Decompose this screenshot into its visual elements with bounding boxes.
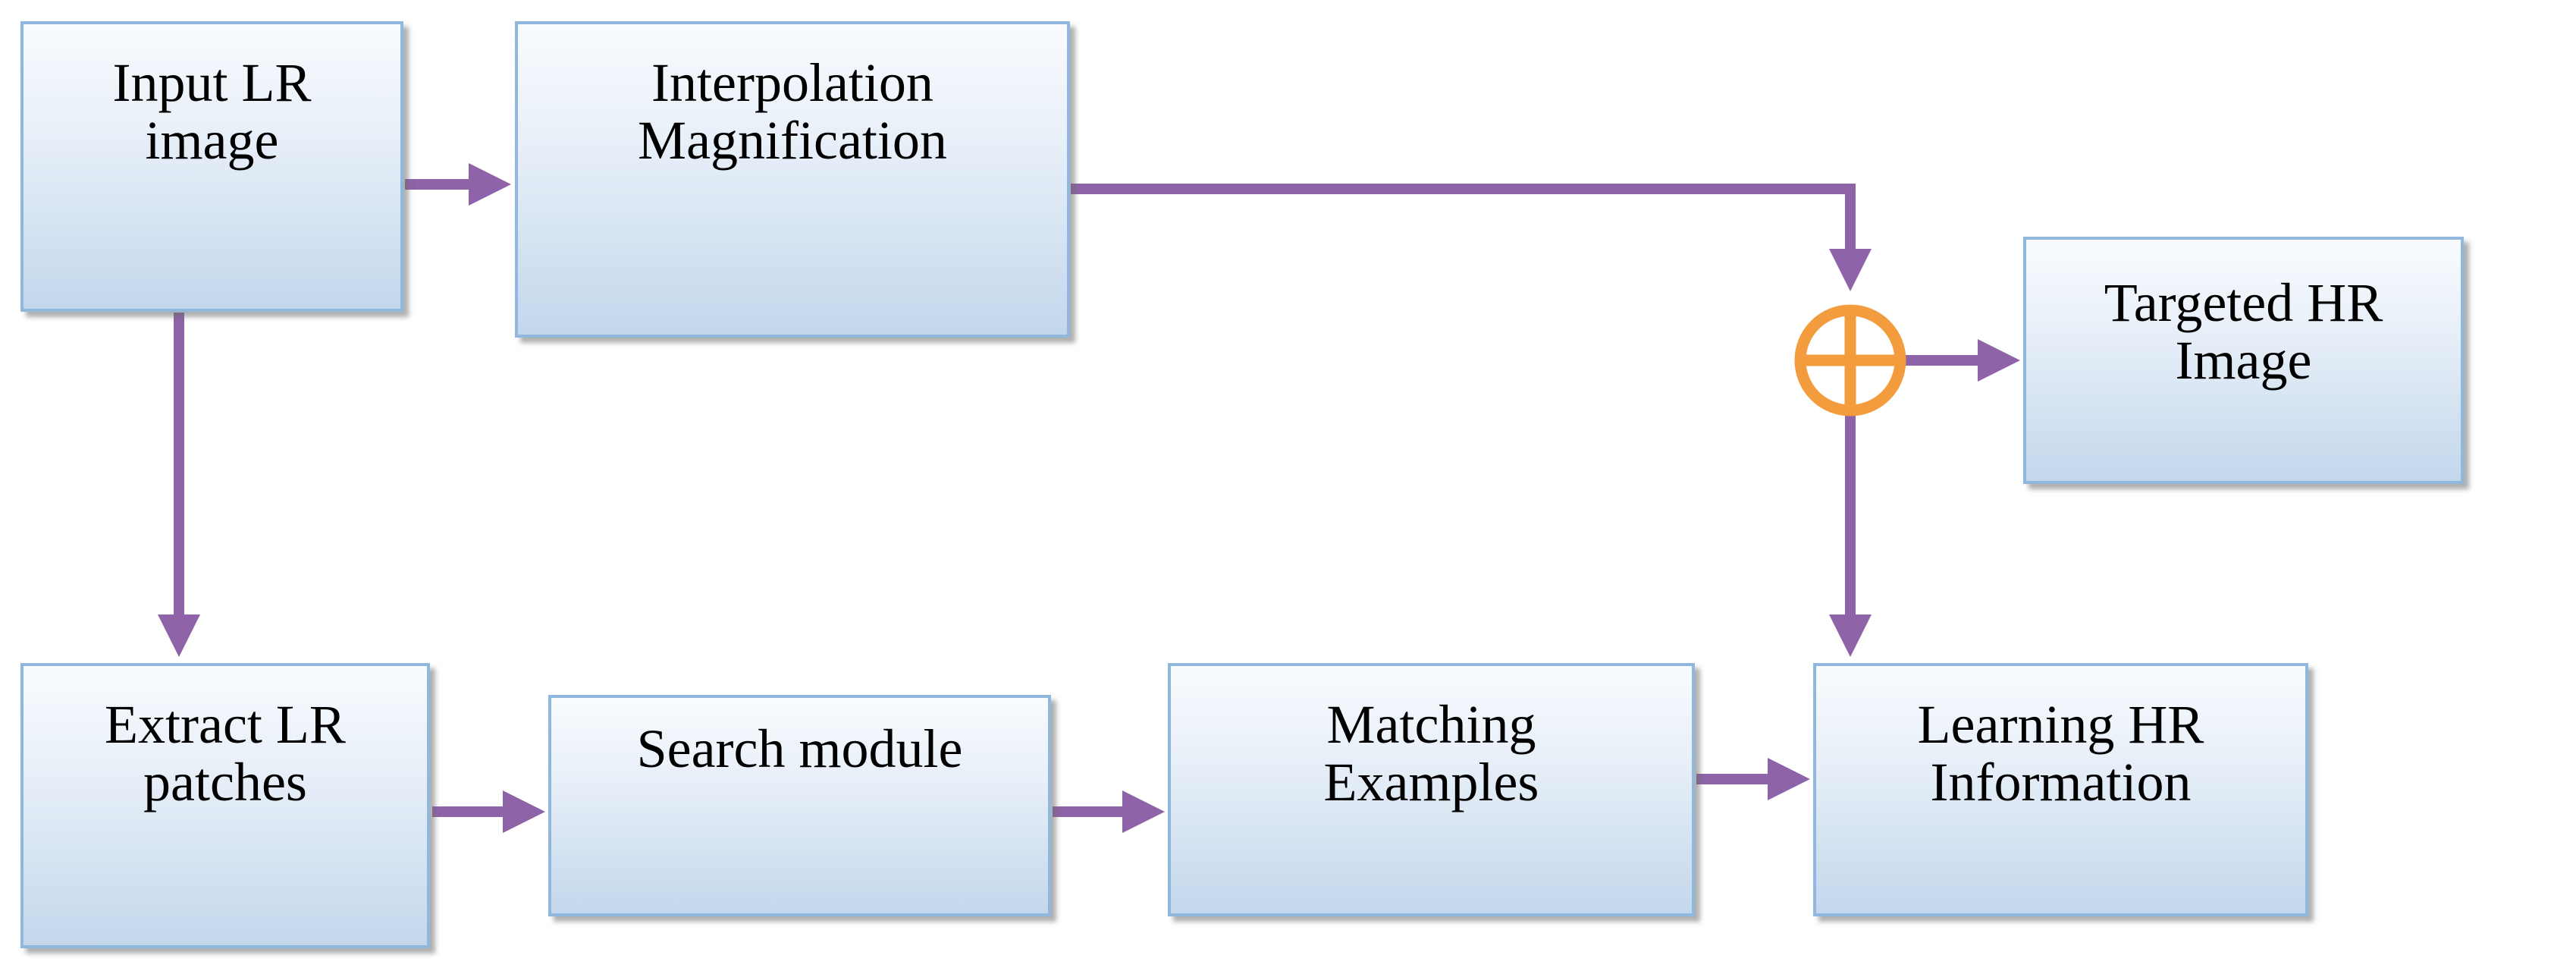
arrow-interpolation-to-sum <box>1071 184 1872 291</box>
extract-lr-patches-label: Extract LR patches <box>105 694 346 812</box>
learning-hr-information-label: Learning HR Information <box>1917 694 2204 812</box>
targeted-hr-image-box: Targeted HR Image <box>2023 237 2464 484</box>
learning-hr-information-box: Learning HR Information <box>1813 663 2308 916</box>
matching-examples-label: Matching Examples <box>1323 694 1539 812</box>
search-module-box: Search module <box>548 695 1051 916</box>
input-lr-image-box: Input LR image <box>20 21 403 312</box>
targeted-hr-image-label: Targeted HR Image <box>2104 272 2383 391</box>
circled-plus-icon <box>1794 304 1906 416</box>
input-lr-image-label: Input LR image <box>112 52 312 171</box>
interpolation-magnification-box: Interpolation Magnification <box>515 21 1070 338</box>
search-module-label: Search module <box>636 718 963 779</box>
interpolation-magnification-label: Interpolation Magnification <box>638 52 947 171</box>
matching-examples-box: Matching Examples <box>1168 663 1695 916</box>
extract-lr-patches-box: Extract LR patches <box>20 663 430 948</box>
